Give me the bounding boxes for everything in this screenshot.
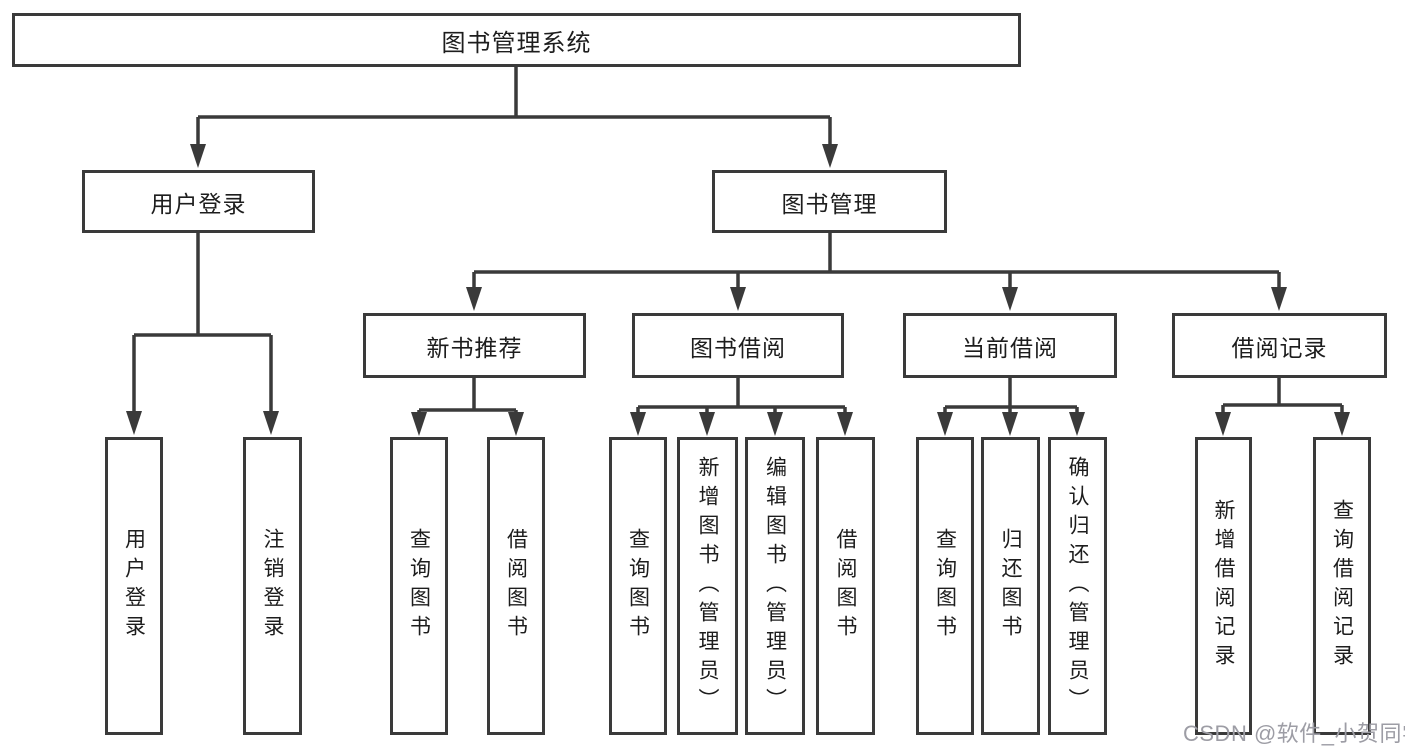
leaf-cb-return-books: 归还图书	[981, 437, 1040, 735]
leaf-cb-confirm-return-admin: 确认归还（管理员）	[1048, 437, 1107, 735]
connector-root-to-level2	[190, 65, 838, 168]
connector-new-book-rec-to-children	[411, 378, 524, 436]
node-current-borrowing: 当前借阅	[903, 313, 1117, 378]
leaf-bb-add-books-admin-label: 新增图书（管理员）	[696, 455, 719, 717]
leaf-nbr-query-books: 查询图书	[390, 437, 448, 735]
connector-user-login-to-children	[126, 233, 279, 435]
csdn-watermark: CSDN @软件_小贺同学	[1183, 721, 1405, 746]
leaf-user-login-label: 用户登录	[122, 528, 146, 644]
node-book-management: 图书管理	[712, 170, 947, 233]
leaf-cb-confirm-return-admin-label: 确认归还（管理员）	[1066, 455, 1089, 717]
leaf-cb-query-books-label: 查询图书	[933, 528, 957, 644]
node-book-borrowing-label: 图书借阅	[690, 334, 786, 361]
leaf-bb-borrow-books-label: 借阅图书	[834, 528, 857, 644]
leaf-bb-query-books-label: 查询图书	[626, 528, 650, 644]
leaf-bb-edit-books-admin-label: 编辑图书（管理员）	[763, 455, 787, 717]
node-root-label: 图书管理系统	[441, 29, 592, 57]
leaf-br-add-record-label: 新增借阅记录	[1212, 499, 1235, 673]
connector-current-borrow-to-children	[937, 378, 1085, 436]
node-new-book-recommend: 新书推荐	[363, 313, 586, 378]
node-new-book-recommend-label: 新书推荐	[426, 334, 523, 361]
node-user-login-label: 用户登录	[150, 190, 247, 217]
connector-borrow-records-to-children	[1215, 378, 1350, 436]
node-borrowing-records-label: 借阅记录	[1231, 334, 1328, 361]
node-user-login: 用户登录	[82, 170, 315, 233]
leaf-bb-edit-books-admin: 编辑图书（管理员）	[745, 437, 805, 735]
leaf-nbr-borrow-books-label: 借阅图书	[504, 528, 528, 644]
node-book-borrowing: 图书借阅	[632, 313, 844, 378]
leaf-br-add-record: 新增借阅记录	[1195, 437, 1252, 735]
node-root-library-system: 图书管理系统	[12, 13, 1021, 67]
leaf-logout: 注销登录	[243, 437, 302, 735]
leaf-br-query-record: 查询借阅记录	[1313, 437, 1371, 735]
leaf-bb-add-books-admin: 新增图书（管理员）	[677, 437, 738, 735]
node-book-management-label: 图书管理	[781, 190, 878, 217]
leaf-logout-label: 注销登录	[261, 528, 284, 644]
leaf-bb-query-books: 查询图书	[609, 437, 667, 735]
leaf-user-login: 用户登录	[105, 437, 163, 735]
leaf-br-query-record-label: 查询借阅记录	[1330, 499, 1354, 673]
leaf-nbr-query-books-label: 查询图书	[407, 528, 431, 644]
connector-book-mgmt-to-children	[466, 233, 1287, 311]
leaf-bb-borrow-books: 借阅图书	[816, 437, 875, 735]
leaf-cb-return-books-label: 归还图书	[999, 528, 1022, 644]
connector-book-borrow-to-children	[630, 378, 853, 436]
node-borrowing-records: 借阅记录	[1172, 313, 1387, 378]
node-current-borrowing-label: 当前借阅	[962, 334, 1058, 361]
leaf-nbr-borrow-books: 借阅图书	[487, 437, 545, 735]
leaf-cb-query-books: 查询图书	[916, 437, 974, 735]
